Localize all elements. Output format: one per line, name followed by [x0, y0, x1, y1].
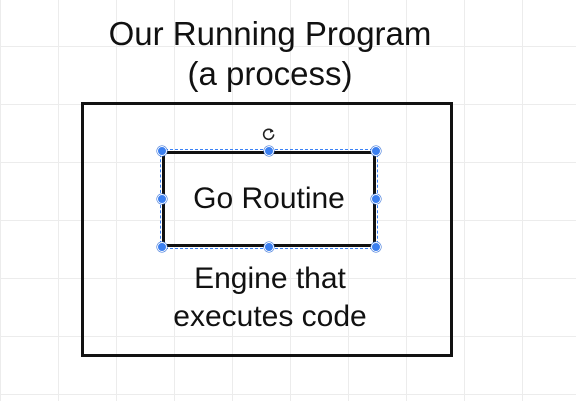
resize-handle-right[interactable] — [371, 194, 381, 204]
engine-caption: Engine that executes code — [100, 260, 440, 336]
caption-line-2: executes code — [173, 300, 367, 333]
goroutine-box[interactable]: Go Routine — [162, 151, 376, 247]
title-line-2: (a process) — [187, 55, 353, 92]
diagram-title: Our Running Program (a process) — [70, 14, 470, 94]
resize-handle-top-left[interactable] — [157, 146, 167, 156]
rotate-icon[interactable] — [262, 127, 276, 141]
resize-handle-top[interactable] — [264, 146, 274, 156]
process-box[interactable] — [81, 102, 453, 357]
title-line-1: Our Running Program — [108, 15, 432, 52]
resize-handle-bottom-right[interactable] — [371, 242, 381, 252]
caption-line-1: Engine that — [194, 262, 346, 295]
resize-handle-top-right[interactable] — [371, 146, 381, 156]
goroutine-label: Go Routine — [193, 182, 345, 215]
resize-handle-left[interactable] — [157, 194, 167, 204]
resize-handle-bottom-left[interactable] — [157, 242, 167, 252]
resize-handle-bottom[interactable] — [264, 242, 274, 252]
